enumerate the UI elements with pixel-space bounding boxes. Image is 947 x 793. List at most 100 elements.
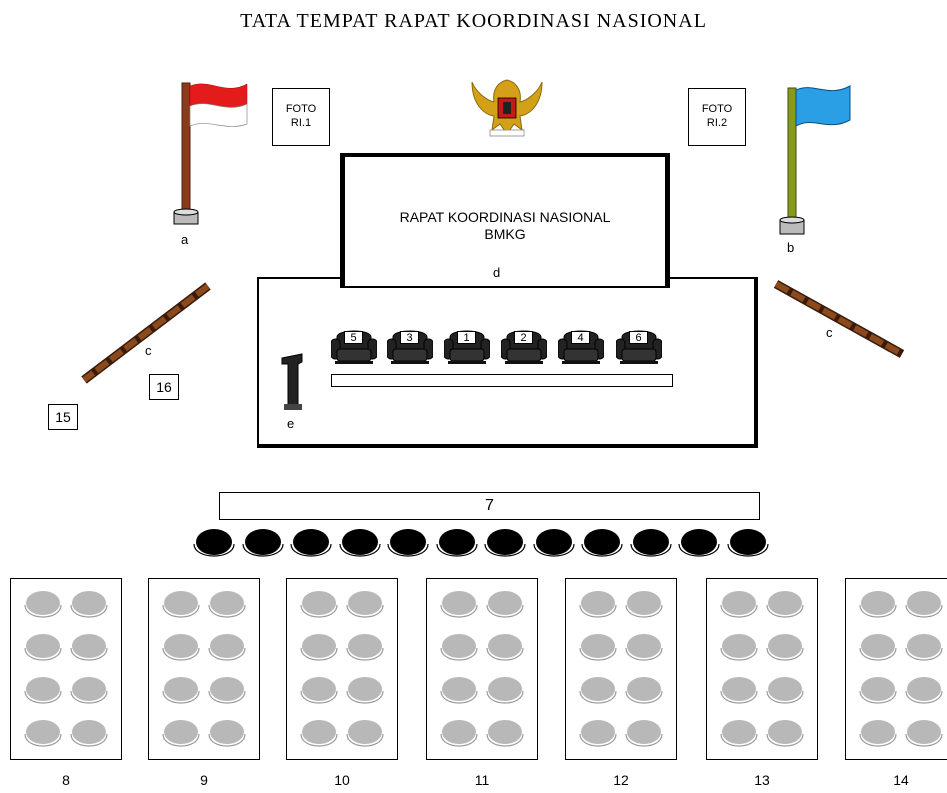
garuda-emblem xyxy=(468,72,546,140)
seat-block-14 xyxy=(845,578,947,760)
podium xyxy=(278,352,308,412)
screen-title: RAPAT KOORDINASI NASIONAL BMKG xyxy=(345,209,665,243)
block-seat xyxy=(765,630,805,666)
flag-right-label: b xyxy=(787,240,795,255)
foto-ri2-line2: RI.2 xyxy=(706,117,728,129)
block-seat xyxy=(578,716,618,752)
block-seat xyxy=(161,587,201,623)
screen-line1: RAPAT KOORDINASI NASIONAL xyxy=(399,209,611,225)
row7-seat xyxy=(532,524,576,562)
block-label: 8 xyxy=(62,772,70,788)
screen-line2: BMKG xyxy=(484,226,526,242)
seat-icon xyxy=(532,529,575,557)
rail-left-label: c xyxy=(145,343,152,358)
seat-icon xyxy=(905,591,943,618)
block-seat xyxy=(345,673,385,709)
garuda-icon xyxy=(471,79,543,137)
vip-table xyxy=(331,374,673,387)
vip-seat-6: 6 xyxy=(615,325,663,365)
seat-icon xyxy=(905,677,943,704)
block-seat xyxy=(161,630,201,666)
seat-icon xyxy=(387,529,429,557)
row7-seat xyxy=(677,524,721,562)
seat-icon xyxy=(766,591,804,618)
block-seat xyxy=(485,673,525,709)
vip-seat-4: 4 xyxy=(557,325,605,365)
block-seat xyxy=(23,716,63,752)
box-15: 15 xyxy=(48,404,78,430)
seat-icon xyxy=(300,720,338,747)
block-seat xyxy=(719,673,759,709)
row7-seat xyxy=(435,524,479,562)
block-label: 14 xyxy=(893,772,909,788)
seat-icon xyxy=(625,677,663,704)
seat-icon xyxy=(766,677,804,704)
block-seat xyxy=(207,587,247,623)
row7-seat xyxy=(386,524,430,562)
block-label: 10 xyxy=(334,772,350,788)
flag-indonesia-icon xyxy=(173,82,248,225)
seat-icon xyxy=(625,634,663,661)
seat-icon xyxy=(346,677,384,704)
row7-seat xyxy=(338,524,382,562)
block-seat xyxy=(858,673,898,709)
block-seat xyxy=(345,716,385,752)
seat-icon xyxy=(629,529,672,557)
seat-icon xyxy=(440,677,478,704)
podium-icon xyxy=(281,353,303,410)
vip-seat-1: 1 xyxy=(443,325,491,365)
seat-block-11 xyxy=(426,578,538,760)
vip-seat-number: 4 xyxy=(571,331,590,344)
seat-icon xyxy=(440,720,478,747)
page-title: TATA TEMPAT RAPAT KOORDINASI NASIONAL xyxy=(240,10,707,32)
seat-icon xyxy=(720,591,758,618)
block-seat xyxy=(624,716,664,752)
block-seat xyxy=(23,587,63,623)
rail-left xyxy=(78,280,213,385)
seat-icon xyxy=(241,529,284,557)
seat-icon xyxy=(70,591,108,618)
block-seat xyxy=(624,630,664,666)
vip-seat-2: 2 xyxy=(500,325,548,365)
block-seat xyxy=(207,630,247,666)
rail-right-icon xyxy=(773,280,905,358)
seat-icon xyxy=(766,720,804,747)
seat-icon xyxy=(905,634,943,661)
seat-icon xyxy=(208,634,246,661)
seat-icon xyxy=(24,591,62,618)
screen-banner: RAPAT KOORDINASI NASIONAL BMKG d xyxy=(340,153,670,288)
block-label: 11 xyxy=(474,772,490,788)
seat-icon xyxy=(70,720,108,747)
seat-icon xyxy=(625,720,663,747)
row7-seat xyxy=(629,524,673,562)
block-seat xyxy=(858,716,898,752)
seat-icon xyxy=(24,634,62,661)
vip-seat-number: 1 xyxy=(457,331,476,344)
block-seat xyxy=(485,587,525,623)
block-seat xyxy=(578,673,618,709)
seat-icon xyxy=(338,529,381,557)
seat-icon xyxy=(859,677,897,704)
seat-icon xyxy=(346,634,384,661)
seat-icon xyxy=(162,720,200,747)
row7-seat xyxy=(726,524,770,562)
seat-icon xyxy=(290,529,332,557)
block-seat xyxy=(69,630,109,666)
block-seat xyxy=(578,587,618,623)
seat-icon xyxy=(208,677,246,704)
seat-icon xyxy=(905,720,943,747)
seat-icon xyxy=(162,677,200,704)
row7-seat xyxy=(289,524,333,562)
seat-icon xyxy=(486,634,524,661)
rail-left-icon xyxy=(81,282,211,384)
block-seat xyxy=(624,673,664,709)
vip-seat-number: 5 xyxy=(344,331,363,344)
block-seat xyxy=(719,630,759,666)
screen-letter: d xyxy=(493,265,501,280)
block-seat xyxy=(858,630,898,666)
seat-block-8 xyxy=(10,578,122,760)
vip-seat-number: 6 xyxy=(629,331,648,344)
seat-icon xyxy=(193,529,235,557)
seat-icon xyxy=(24,720,62,747)
foto-ri2: FOTO RI.2 xyxy=(688,88,746,146)
